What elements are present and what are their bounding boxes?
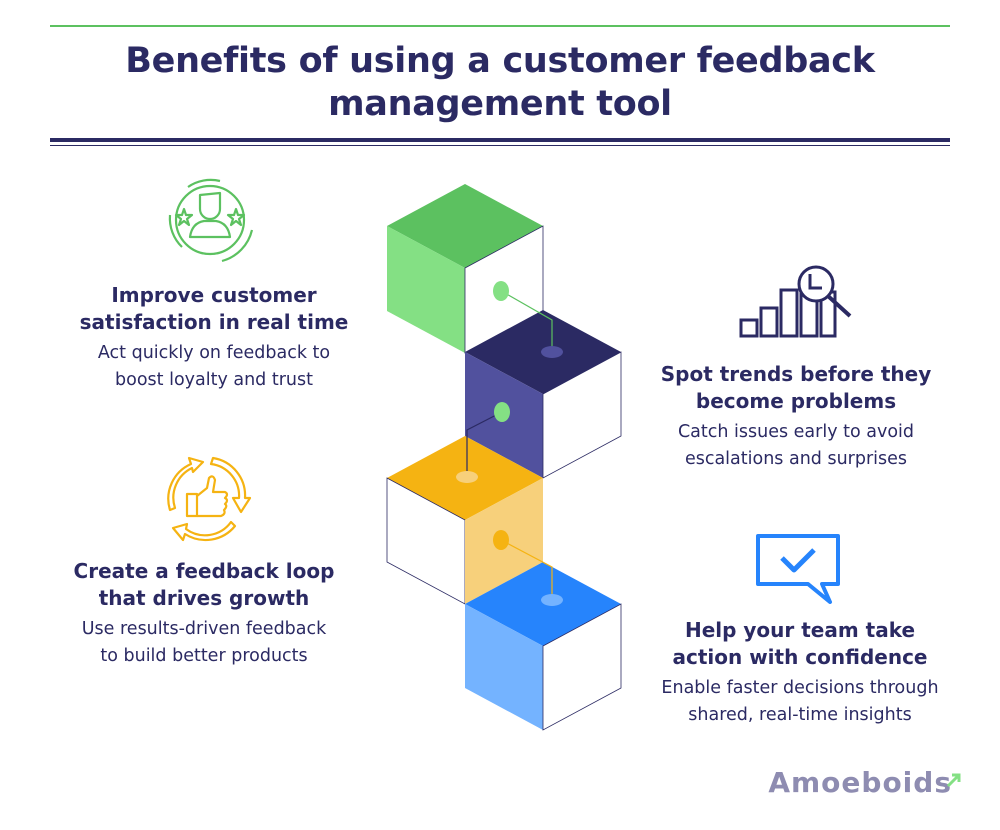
dot-yellow [456,471,478,483]
top-green-rule [50,25,950,27]
logo-arrow-icon [946,773,961,788]
customer-star-rating-icon [168,178,254,263]
page-title: Benefits of using a customer feedback ma… [125,41,875,124]
title-thin-rule [50,145,950,146]
checkmark-chat-icon [756,534,840,604]
thumbs-up-loop-icon [167,456,252,542]
title-double-rule [50,138,950,142]
dot-blue [541,594,563,606]
dot-green [493,281,509,301]
dot-navy [541,346,563,358]
dot-green-2 [494,402,510,422]
trend-chart-search-icon [739,265,852,338]
connector-lines [466,291,553,600]
dot-orange [493,530,509,550]
amoeboids-logo: Amoeboids [768,766,952,799]
cube-blue [465,562,622,731]
